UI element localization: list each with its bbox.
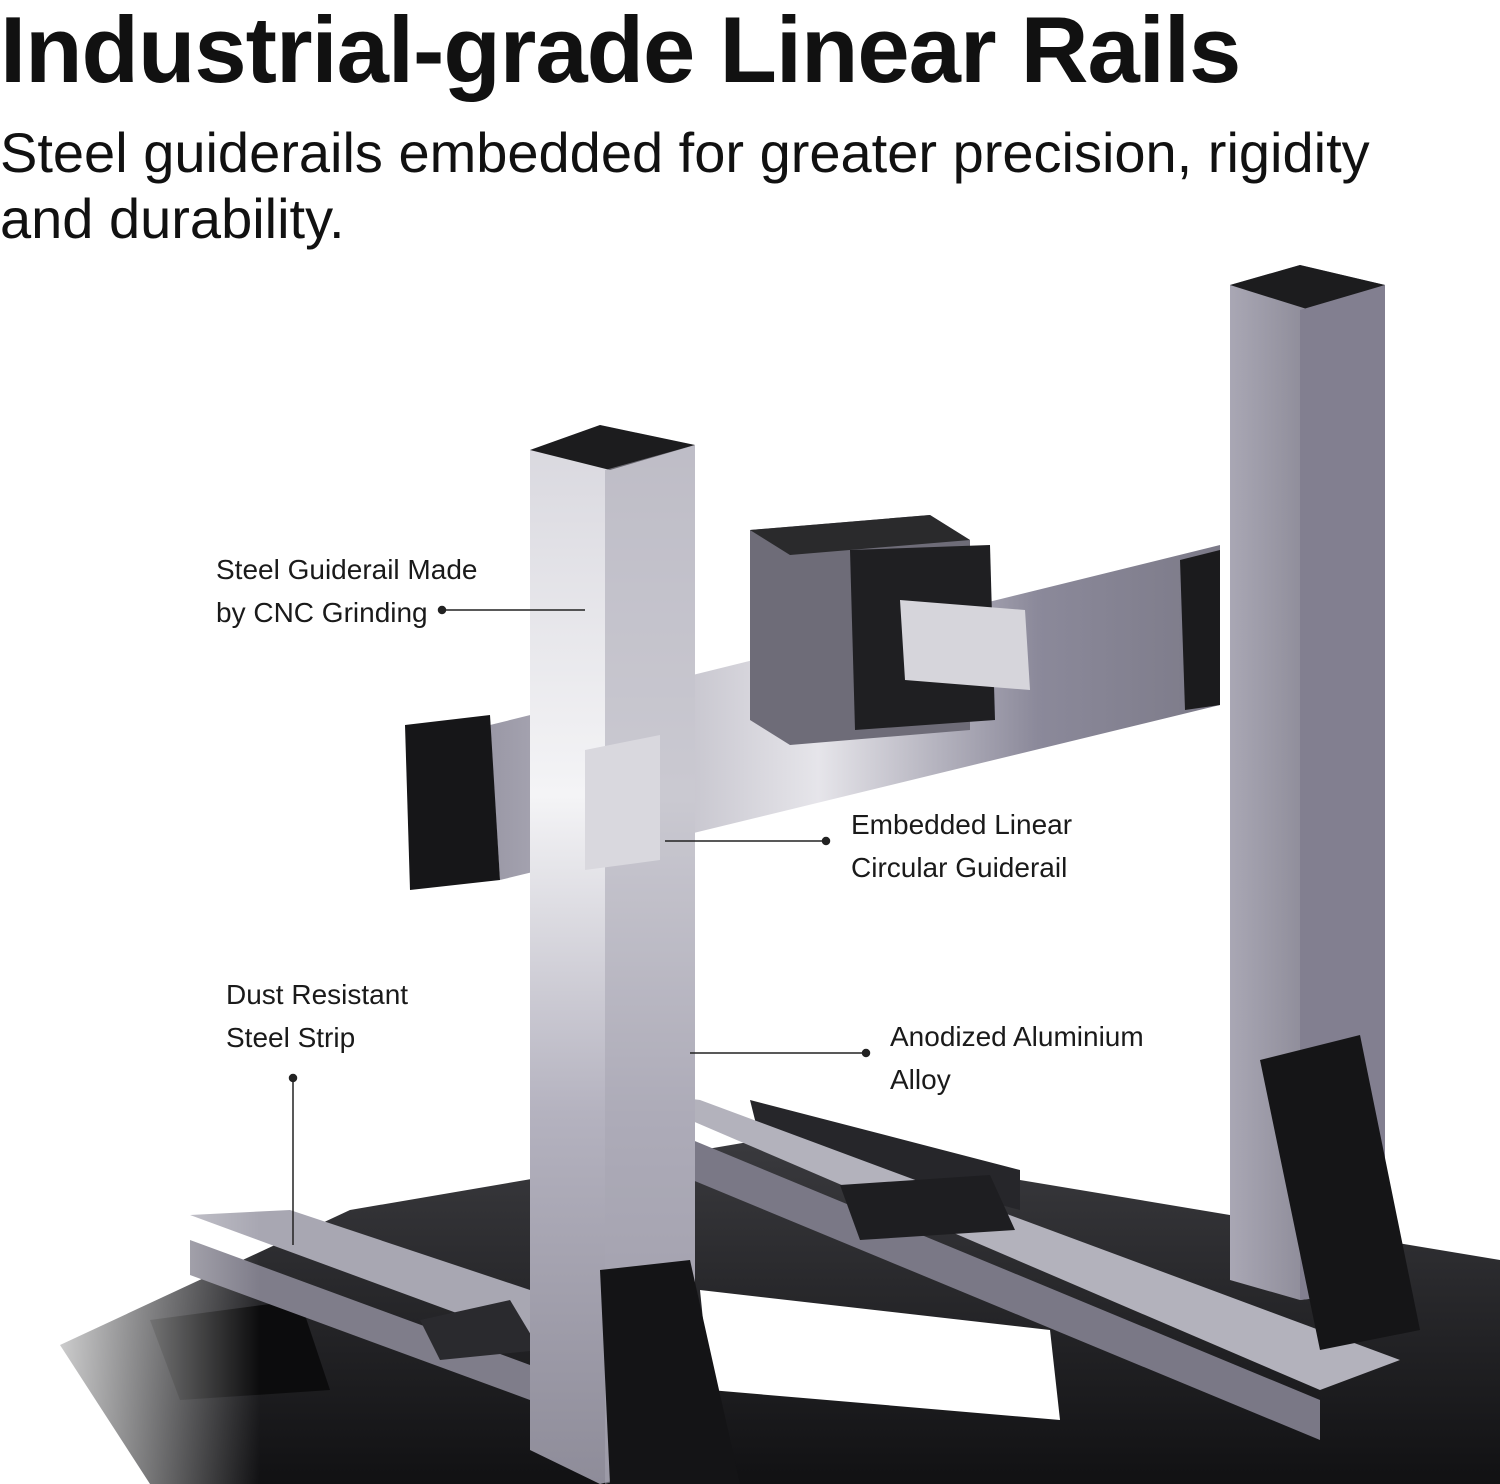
page-title: Industrial-grade Linear Rails: [0, 0, 1241, 102]
callout-dust-line1: Dust Resistant: [226, 979, 409, 1010]
callout-dust-strip: Dust Resistant Steel Strip: [226, 973, 408, 1059]
callout-alloy-line2: Alloy: [890, 1064, 951, 1095]
right-column: [1230, 265, 1420, 1350]
callout-cnc-guiderail: Steel Guiderail Made by CNC Grinding: [216, 548, 477, 634]
callout-embedded-line1: Embedded Linear: [851, 809, 1073, 840]
callout-cnc-line2: by CNC Grinding: [216, 597, 428, 628]
page-subtitle: Steel guiderails embedded for greater pr…: [0, 121, 1370, 250]
callout-leader-lines: [288, 605, 871, 1245]
callout-dust-line2: Steel Strip: [226, 1022, 356, 1053]
callout-embedded-line2: Circular Guiderail: [851, 852, 1068, 883]
base-plate: [60, 1100, 1500, 1484]
callout-aluminium-alloy: Anodized Aluminium Alloy: [890, 1015, 1144, 1101]
callout-alloy-line1: Anodized Aluminium: [890, 1021, 1144, 1052]
front-y-rail: [190, 1210, 620, 1400]
right-y-rail: [620, 1090, 1400, 1440]
toolhead: [750, 515, 1030, 745]
left-column: [530, 425, 740, 1484]
callout-cnc-line1: Steel Guiderail Made: [216, 554, 478, 585]
callout-embedded-guiderail: Embedded Linear Circular Guiderail: [851, 803, 1072, 889]
